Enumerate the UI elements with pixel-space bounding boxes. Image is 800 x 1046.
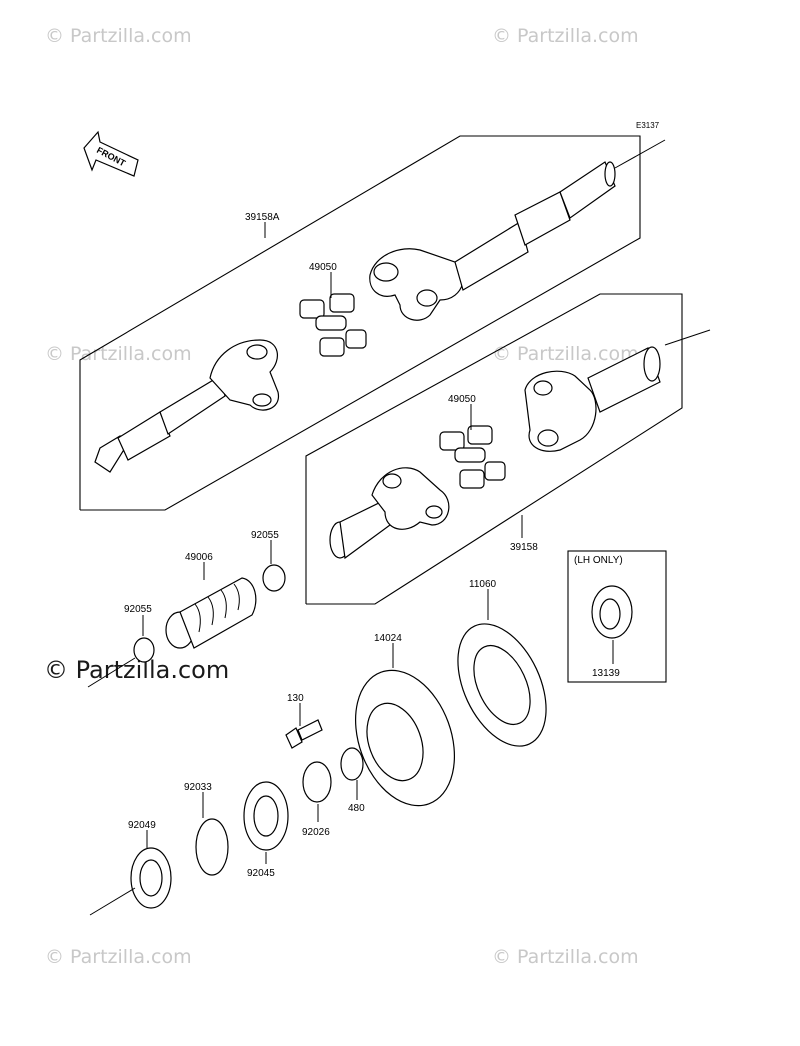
gasket-11060 (457, 623, 547, 747)
boot-49006 (165, 577, 257, 649)
lh-only-label: (LH ONLY) (574, 555, 623, 566)
spacer-92026 (302, 761, 332, 803)
leader-lines (87, 222, 614, 916)
diagram-code: E3137 (636, 121, 660, 130)
o-ring-92055-lower (133, 637, 155, 663)
part-label: 92045 (247, 868, 275, 879)
part-label: 39158 (510, 542, 538, 553)
watermark: © Partzilla.com (45, 25, 192, 47)
watermark: © Partzilla.com (492, 343, 639, 365)
watermark: © Partzilla.com (45, 946, 192, 968)
universal-joint-49050-upper (299, 293, 367, 357)
universal-joint-49050-lower (439, 425, 506, 489)
part-label: 49006 (185, 552, 213, 563)
watermark: © Partzilla.com (492, 25, 639, 47)
o-ring-92055-upper (262, 564, 286, 592)
front-arrow-icon: FRONT (83, 130, 139, 177)
part-label: 92026 (302, 827, 330, 838)
part-label: 92055 (251, 530, 279, 541)
part-label: 14024 (374, 633, 402, 644)
lh-only-box: (LH ONLY) (567, 550, 667, 683)
seal-92049 (130, 847, 172, 909)
part-label: 92055 (124, 604, 152, 615)
part-label: 49050 (309, 262, 337, 273)
part-label: 13139 (592, 668, 620, 679)
snap-ring-92033 (195, 818, 229, 876)
shaft-39158a-right (369, 161, 616, 321)
shaft-39158 (329, 346, 661, 560)
shaft-39158a-left (94, 339, 279, 473)
part-label: 92049 (128, 820, 156, 831)
bolt-130 (285, 719, 323, 749)
hub-14024 (354, 669, 456, 807)
part-labels: 39158A 49050 49050 39158 92055 49006 920… (124, 212, 620, 879)
part-label: 92033 (184, 782, 212, 793)
bearing-92045 (243, 781, 289, 851)
watermark: © Partzilla.com (45, 343, 192, 365)
part-label: 49050 (448, 394, 476, 405)
frame-39158a (79, 135, 666, 511)
part-label: 11060 (469, 579, 497, 590)
watermark-prominent: © Partzilla.com (44, 656, 229, 684)
part-label: 39158A (245, 212, 280, 223)
part-label: 480 (348, 803, 365, 814)
frame-39158 (305, 293, 711, 605)
part-label: 130 (287, 693, 304, 704)
watermark: © Partzilla.com (492, 946, 639, 968)
circlip-480 (340, 747, 364, 781)
